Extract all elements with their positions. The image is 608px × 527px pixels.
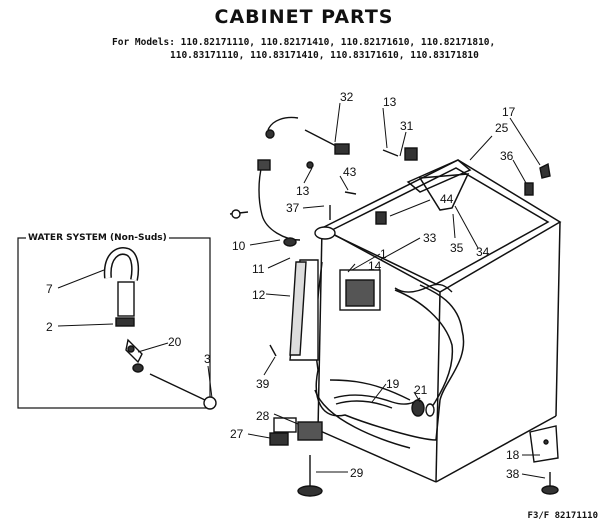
callout-13b: 13	[296, 184, 310, 198]
callout-20: 20	[168, 335, 182, 349]
callout-2: 2	[46, 320, 53, 334]
upper-hardware	[229, 116, 551, 247]
callout-37: 37	[286, 201, 300, 215]
callout-25: 25	[495, 121, 509, 135]
cabinet-body	[314, 159, 562, 483]
callout-28: 28	[256, 409, 270, 423]
callout-38: 38	[506, 467, 520, 481]
water-system-parts	[103, 247, 277, 410]
callout-36: 36	[500, 149, 514, 163]
callout-11: 11	[252, 262, 265, 276]
water-system-label: WATER SYSTEM (Non-Suds)	[26, 233, 169, 243]
model-list: For Models: 110.82171110, 110.82171410, …	[112, 36, 495, 62]
callout-31: 31	[400, 119, 414, 133]
callout-17: 17	[502, 105, 516, 119]
callout-35: 35	[450, 241, 464, 255]
models-line-2: 110.83171110, 110.83171410, 110.83171610…	[170, 50, 479, 61]
callout-18: 18	[506, 448, 520, 462]
callout-labels: 32 13 31 17 25 36 13 43 37 44 35 34 10 3…	[46, 90, 520, 481]
callout-10: 10	[232, 239, 246, 253]
callout-14: 14	[368, 259, 382, 273]
callout-19: 19	[386, 377, 400, 391]
callout-3: 3	[204, 352, 211, 366]
leader-lines	[57, 102, 546, 479]
callout-34: 34	[476, 245, 490, 259]
callout-44: 44	[440, 192, 454, 206]
callout-21: 21	[414, 383, 428, 397]
callout-12: 12	[252, 288, 266, 302]
callout-27: 27	[230, 427, 244, 441]
models-line-1: 110.82171110, 110.82171410, 110.82171610…	[180, 37, 496, 48]
callout-29: 29	[350, 466, 364, 480]
callout-43: 43	[343, 165, 357, 179]
lower-hardware	[269, 399, 559, 497]
footer-code: F3/F 82171110	[527, 511, 598, 521]
callout-7: 7	[46, 282, 53, 296]
callout-33: 33	[423, 231, 437, 245]
callout-39: 39	[256, 377, 270, 391]
cabinet-hoses	[289, 259, 453, 409]
page-title: CABINET PARTS	[214, 6, 394, 28]
callout-1: 1	[380, 247, 387, 261]
callout-13a: 13	[383, 95, 397, 109]
callout-32: 32	[340, 90, 354, 104]
models-prefix: For Models:	[112, 37, 175, 48]
